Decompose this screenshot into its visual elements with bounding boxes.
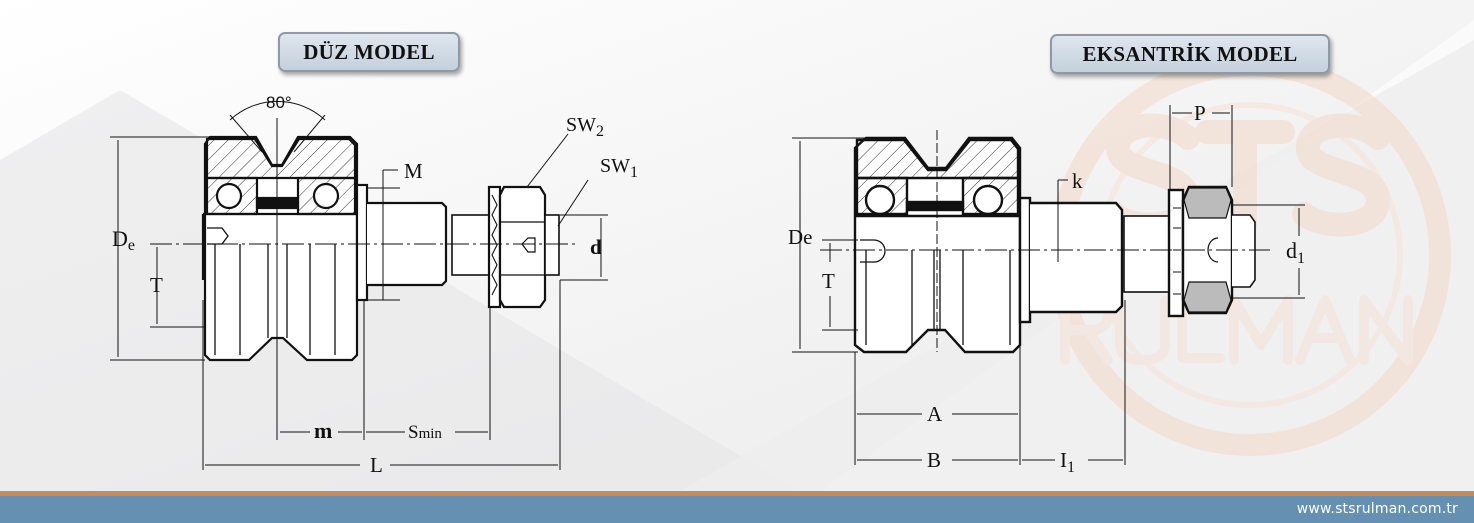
sw2-label: SW2 bbox=[566, 114, 604, 140]
l-label: L bbox=[370, 453, 383, 477]
m-upper-label: M bbox=[404, 159, 423, 183]
website-link[interactable]: www.stsrulman.com.tr bbox=[1296, 501, 1458, 517]
t-label: T bbox=[150, 273, 163, 297]
m-lower-label: m bbox=[314, 418, 332, 443]
angle-label: 80° bbox=[266, 93, 292, 112]
de-label: De bbox=[112, 226, 135, 254]
p-label: P bbox=[1194, 101, 1206, 125]
d-label: d bbox=[590, 235, 602, 259]
d1-label: d1 bbox=[1286, 238, 1305, 267]
sw1-label: SW1 bbox=[600, 155, 638, 181]
footer-bar: www.stsrulman.com.tr bbox=[0, 496, 1474, 523]
de-label-eccentric: De bbox=[788, 225, 813, 249]
straight-model-drawing: 80° De T M SW2 SW1 d m Smin L bbox=[110, 93, 638, 477]
t-label-eccentric: T bbox=[822, 269, 835, 293]
eccentric-model-drawing: De T k P d1 A B I1 bbox=[788, 101, 1305, 476]
i1-label: I1 bbox=[1060, 448, 1075, 476]
footer-accent-stripe bbox=[0, 491, 1474, 496]
b-label: B bbox=[927, 448, 941, 472]
a-label: A bbox=[927, 402, 943, 426]
k-label: k bbox=[1072, 169, 1083, 193]
eccentric-model-title: EKSANTRİK MODEL bbox=[1050, 34, 1330, 74]
smin-label: Smin bbox=[408, 422, 442, 443]
straight-model-title: DÜZ MODEL bbox=[278, 32, 460, 72]
